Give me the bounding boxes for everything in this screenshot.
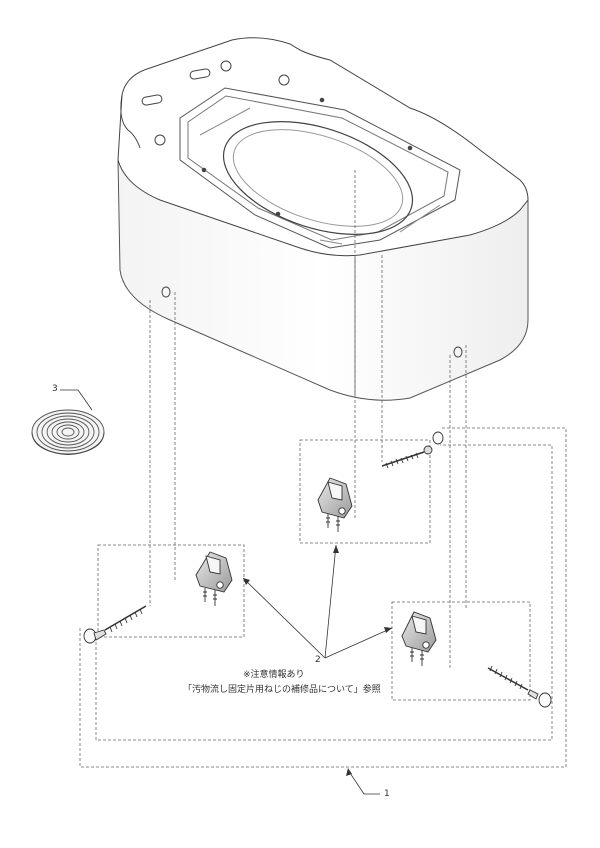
right-fixing-bracket [401,611,437,666]
callout-part-3: 3 [52,384,58,394]
center-fixing-bracket [317,477,353,532]
callout-part-1: 1 [384,789,390,799]
coiled-seal [31,409,105,455]
leader-lines [60,389,393,795]
right-screw-assembly [487,665,552,708]
left-screw-assembly [83,605,147,644]
caution-note: ※注意情報あり [243,670,305,680]
center-screw-assembly [381,431,444,469]
callout-part-2: 2 [315,655,321,665]
left-fixing-bracket [195,551,233,606]
assembly-dashed-lines [79,170,567,768]
basin-body [117,37,529,401]
leader-arrowheads [243,545,392,776]
reference-note: 「汚物流し固定片用ねじの補修品について」参照 [183,685,381,695]
